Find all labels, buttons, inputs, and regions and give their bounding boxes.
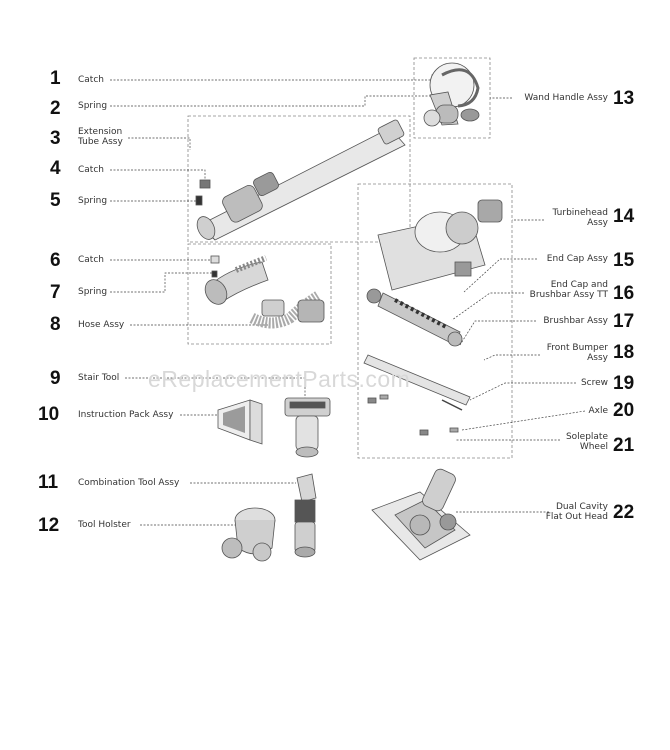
callout-number-18: 18 bbox=[613, 342, 635, 363]
callout-label-22: Dual Cavity Flat Out Head bbox=[545, 502, 608, 523]
callout-label-21: Soleplate Wheel bbox=[565, 432, 608, 453]
callout-label-5: Spring bbox=[78, 196, 108, 206]
callout-number-19: 19 bbox=[613, 373, 635, 394]
callout-number-9: 9 bbox=[50, 368, 61, 389]
callout-label-12: Tool Holster bbox=[78, 520, 131, 530]
callout-label-2: Spring bbox=[78, 101, 108, 111]
callout-number-20: 20 bbox=[613, 400, 635, 421]
callout-number-10: 10 bbox=[38, 404, 60, 425]
callout-label-7: Spring bbox=[78, 287, 108, 297]
callout-number-5: 5 bbox=[50, 190, 61, 211]
callout-number-15: 15 bbox=[613, 250, 635, 271]
instruction-pack-drawing bbox=[217, 399, 263, 445]
callout-label-16: End Cap and Brushbar Assy TT bbox=[529, 280, 608, 301]
callout-number-22: 22 bbox=[613, 502, 635, 523]
extension-tube-box bbox=[187, 115, 411, 243]
front-bumper-drawing bbox=[363, 354, 471, 436]
turbinehead-box bbox=[357, 183, 513, 459]
callout-number-14: 14 bbox=[613, 206, 635, 227]
callout-number-13: 13 bbox=[613, 88, 635, 109]
catch-spring-drawing bbox=[195, 179, 211, 206]
callout-label-15: End Cap Assy bbox=[546, 254, 608, 264]
callout-label-4: Catch bbox=[78, 165, 104, 175]
callout-number-21: 21 bbox=[613, 435, 635, 456]
callout-number-3: 3 bbox=[50, 128, 61, 149]
callout-label-13: Wand Handle Assy bbox=[524, 93, 608, 103]
callout-label-18: Front Bumper Assy bbox=[546, 343, 608, 364]
wand-handle-drawing bbox=[423, 62, 480, 127]
callout-label-3: Extension Tube Assy bbox=[78, 127, 123, 148]
callout-label-20: Axle bbox=[588, 406, 608, 416]
callout-label-1: Catch bbox=[78, 75, 104, 85]
watermark: eReplacementParts.com bbox=[148, 366, 411, 392]
callout-label-19: Screw bbox=[580, 378, 608, 388]
extension-tube-drawing bbox=[196, 119, 406, 241]
callout-number-8: 8 bbox=[50, 314, 61, 335]
callout-number-2: 2 bbox=[50, 98, 61, 119]
callout-number-7: 7 bbox=[50, 282, 61, 303]
callout-label-10: Instruction Pack Assy bbox=[78, 410, 174, 420]
tool-holster-drawing bbox=[221, 507, 276, 562]
callout-label-11: Combination Tool Assy bbox=[78, 478, 180, 488]
callout-label-14: Turbinehead Assy bbox=[552, 208, 608, 229]
combination-tool-drawing bbox=[294, 473, 317, 558]
turbinehead-drawing bbox=[377, 199, 503, 291]
stair-tool-drawing bbox=[284, 397, 331, 458]
brushbar-drawing bbox=[366, 288, 463, 347]
callout-number-16: 16 bbox=[613, 283, 635, 304]
callout-number-12: 12 bbox=[38, 515, 60, 536]
callout-number-4: 4 bbox=[50, 158, 61, 179]
callout-number-6: 6 bbox=[50, 250, 61, 271]
callout-label-17: Brushbar Assy bbox=[543, 316, 608, 326]
callout-number-11: 11 bbox=[38, 472, 59, 493]
leader-lines bbox=[110, 74, 586, 526]
callout-number-1: 1 bbox=[50, 68, 61, 89]
callout-label-8: Hose Assy bbox=[78, 320, 125, 330]
hose-drawing bbox=[204, 255, 325, 329]
hose-box bbox=[187, 243, 332, 345]
callout-label-9: Stair Tool bbox=[78, 373, 120, 383]
callout-number-17: 17 bbox=[613, 311, 635, 332]
callout-label-6: Catch bbox=[78, 255, 104, 265]
dual-cavity-head-drawing bbox=[371, 468, 471, 561]
